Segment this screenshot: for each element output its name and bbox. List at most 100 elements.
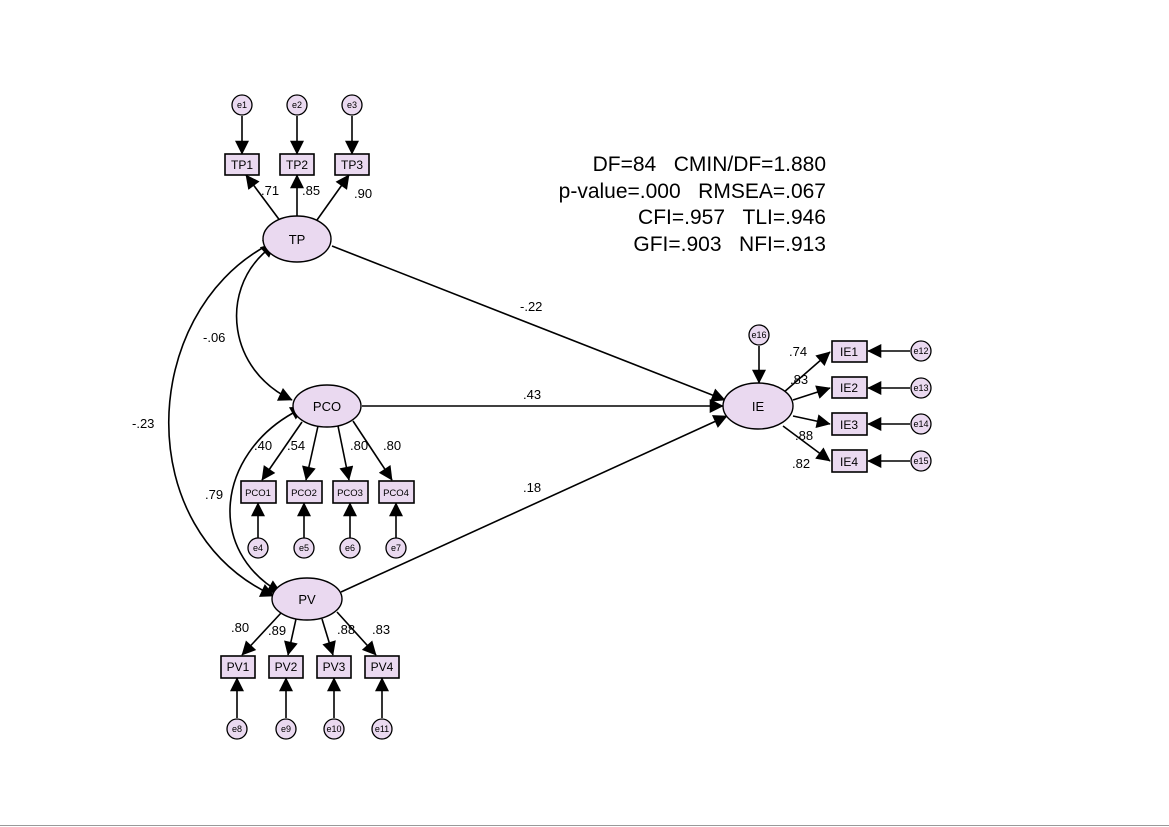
latent-pco-label: PCO [313,399,341,414]
indicator-pv2-label: PV2 [275,660,298,674]
indicator-pv1 [220,655,256,679]
indicator-ie2-label: IE2 [840,381,858,395]
indicator-ie2 [831,376,868,399]
indicator-ie4 [831,449,868,473]
cov-tp-pco [235,243,293,401]
indicator-pv4 [364,655,400,679]
fit-stats-line-1: DF=84 CMIN/DF=1.880 [592,153,826,176]
loading-ie1: .74 [789,344,807,359]
fit-statistics: DF=84 CMIN/DF=1.880 p-value=.000 RMSEA=.… [470,152,826,258]
indicator-tp3-label: TP3 [341,158,363,172]
error-e5 [293,537,315,559]
error-e15-label: e15 [913,456,928,466]
loading-tp2: .85 [302,183,320,198]
error-e9-label: e9 [281,724,291,734]
loading-pco3: .80 [350,438,368,453]
path-pv-ie-coef: .18 [523,480,541,495]
error-e1 [231,94,253,116]
latent-pco [292,384,362,428]
arrow-ie-ie3 [792,414,831,429]
latent-pv [271,577,343,621]
indicator-pv1-label: PV1 [227,660,250,674]
error-e6-label: e6 [345,543,355,553]
error-e4 [247,537,269,559]
indicator-ie3-label: IE3 [840,418,858,432]
arrow-tp-tp3 [316,174,350,221]
cov-tp-pv-coef: -.23 [132,416,154,431]
indicator-pv2 [268,655,304,679]
error-e2 [286,94,308,116]
error-e11-label: e11 [375,724,389,734]
arrow-pco-pco4 [352,420,393,481]
indicator-pco1 [240,480,277,504]
latent-tp [262,215,332,263]
indicator-pv3 [316,655,352,679]
error-e13 [910,377,932,399]
arrow-ie-ie1 [782,351,831,394]
indicator-ie1-label: IE1 [840,345,858,359]
indicator-tp3 [334,153,370,176]
loading-pv1: .80 [231,620,249,635]
indicator-ie1 [831,340,868,363]
arrow-pv-pv1 [241,612,282,656]
indicator-tp1 [224,153,260,176]
loading-pco2: .54 [287,438,305,453]
error-e2-label: e2 [292,100,302,110]
latent-tp-label: TP [289,232,306,247]
indicator-pco4 [378,480,415,504]
arrow-ie-ie4 [782,425,831,462]
path-tp-ie [331,245,726,402]
loading-tp1: .71 [261,183,279,198]
path-pv-ie [340,415,728,593]
path-tp-ie-coef: -.22 [520,299,542,314]
cov-pco-pv-coef: .79 [205,487,223,502]
error-e16-label: e16 [751,330,766,340]
error-e10 [323,718,345,740]
loading-ie2: .83 [790,372,808,387]
arrow-tp-tp1 [245,174,282,223]
indicator-pco1-label: PCO1 [245,488,271,499]
indicator-pco2-label: PCO2 [291,488,317,499]
arrow-pco-pco2 [302,425,319,481]
bottom-divider [0,825,1169,826]
indicator-tp2 [279,153,315,176]
indicator-pco3-label: PCO3 [337,488,363,499]
indicator-pco4-label: PCO4 [383,488,409,499]
fit-stats-line-3: CFI=.957 TLI=.946 [638,206,826,229]
indicator-tp1-label: TP1 [231,158,253,172]
error-e1-label: e1 [237,100,247,110]
indicator-pco3 [332,480,369,504]
error-e5-label: e5 [299,543,309,553]
indicator-pco2 [286,480,323,504]
fit-stats-line-4: GFI=.903 NFI=.913 [633,232,826,256]
error-e7 [385,537,407,559]
loading-tp3: .90 [354,186,372,201]
arrow-pv-pv4 [336,611,377,656]
error-e11 [371,718,393,740]
error-e8 [226,718,248,740]
error-e14-label: e14 [913,419,928,429]
error-e7-label: e7 [391,543,401,553]
loading-pco1: .40 [254,438,272,453]
arrow-pv-pv3 [321,618,336,656]
latent-ie [722,382,794,430]
latent-ie-label: IE [752,399,765,414]
error-e12-label: e12 [913,346,928,356]
loading-pv3: .88 [337,622,355,637]
error-e13-label: e13 [913,383,928,393]
error-e6 [339,537,361,559]
indicator-ie3 [831,412,868,436]
loading-ie4: .82 [792,456,810,471]
cov-tp-pco-coef: -.06 [203,330,225,345]
indicator-pv3-label: PV3 [323,660,346,674]
arrow-pco-pco3 [337,425,354,481]
cov-tp-pv [168,239,278,597]
loading-pco4: .80 [383,438,401,453]
indicator-ie4-label: IE4 [840,455,858,469]
error-e8-label: e8 [232,724,242,734]
error-e9 [275,718,297,740]
arrow-pco-pco1 [261,421,303,481]
indicator-pv4-label: PV4 [371,660,394,674]
indicator-tp2-label: TP2 [286,158,308,172]
